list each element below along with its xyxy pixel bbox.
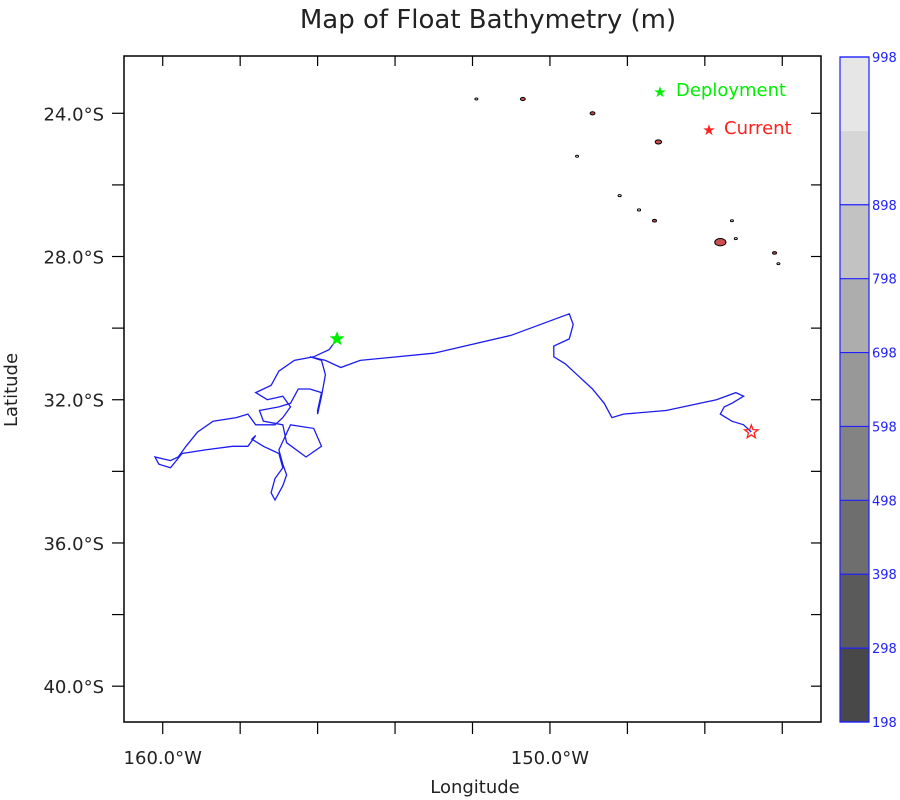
colorbar-segment-4 [840, 352, 869, 427]
axis-ticks [112, 56, 821, 734]
chart-title: Map of Float Bathymetry (m) [300, 5, 676, 35]
current-marker-icon [742, 423, 760, 440]
island-contour-5 [617, 194, 622, 198]
legend-deployment-label: Deployment [676, 80, 786, 101]
island-contour-1 [474, 97, 479, 101]
colorbar-label-7: 898 [872, 199, 897, 214]
legend-current-label: Current [724, 118, 792, 139]
island-contour-3 [654, 139, 663, 145]
depth-colorbar: 198 298 398 498 598 698 798 898 998 [839, 51, 897, 731]
y-tick-label-3: 36.0°S [43, 534, 104, 555]
y-tick-label-1: 28.0°S [43, 248, 104, 269]
island-contour-10 [772, 251, 778, 255]
colorbar-label-0: 198 [872, 716, 897, 731]
y-tick-label-4: 40.0°S [43, 677, 104, 698]
deployment-marker-icon [329, 331, 345, 346]
x-tick-label-1: 150.0°W [511, 748, 590, 769]
colorbar-segment-2 [840, 500, 869, 575]
colorbar-label-8: 998 [872, 51, 897, 66]
colorbar-label-3: 498 [872, 494, 897, 509]
colorbar-label-1: 298 [872, 642, 897, 657]
colorbar-segment-1 [840, 574, 869, 649]
colorbar-label-2: 398 [872, 568, 897, 583]
markers-layer [329, 331, 760, 440]
y-tick-label-2: 32.0°S [43, 391, 104, 412]
island-contour-11 [776, 262, 781, 266]
colorbar-label-5: 698 [872, 347, 897, 362]
y-tick-label-0: 24.0°S [43, 104, 104, 125]
colorbar-segment-8 [840, 57, 869, 131]
islands-layer [474, 96, 781, 266]
x-axis-label: Longitude [430, 777, 520, 798]
colorbar-label-4: 598 [872, 420, 897, 435]
island-contour-9 [733, 237, 738, 241]
plot-frame [123, 55, 822, 723]
colorbar-segment-3 [840, 426, 869, 501]
map-area [112, 55, 822, 734]
x-tick-label-0: 160.0°W [124, 748, 203, 769]
float-track-line [153, 312, 752, 502]
island-contour-4 [575, 154, 580, 158]
island-contour-6 [636, 208, 642, 212]
island-contour-12 [729, 219, 734, 223]
colorbar-segment-5 [840, 278, 869, 353]
colorbar-segment-7 [840, 130, 869, 205]
colorbar-segment-6 [840, 204, 869, 279]
island-contour-2 [589, 111, 596, 116]
colorbar-label-6: 798 [872, 273, 897, 288]
island-contour-8 [714, 238, 727, 247]
current-star-icon: ★ [702, 121, 715, 139]
island-contour-7 [651, 218, 657, 223]
y-axis-label: Latitude [1, 353, 22, 427]
legend: ★ Deployment ★ Current [653, 80, 791, 139]
colorbar-segment-0 [840, 648, 869, 722]
island-contour-0 [519, 96, 526, 102]
deployment-star-icon: ★ [653, 83, 666, 101]
